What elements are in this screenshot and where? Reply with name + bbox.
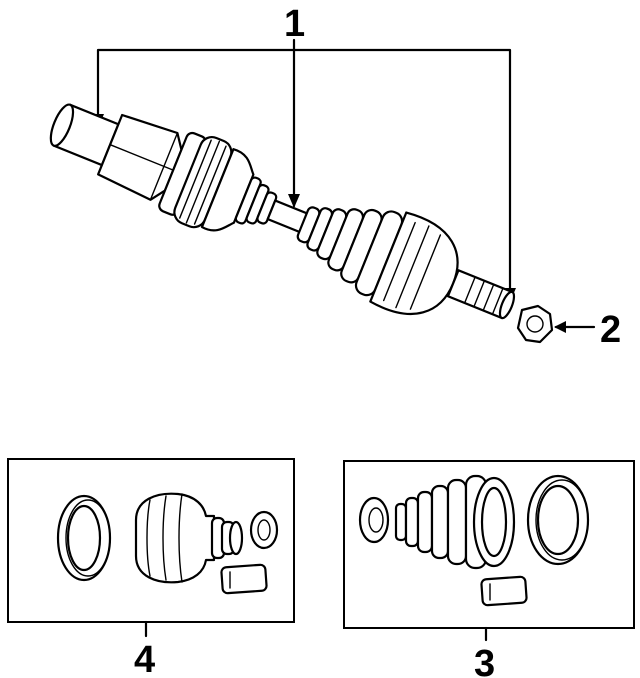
callout-4-label: 4 [134, 639, 155, 678]
callout-2-label: 2 [600, 309, 621, 351]
callout-3-label: 3 [474, 643, 495, 678]
inner-boot-kit-box [7, 458, 295, 623]
hub-nut [516, 304, 596, 344]
callout-1-label: 1 [284, 3, 305, 45]
drive-axle-shaft [49, 103, 516, 320]
outer-boot-kit-box [343, 460, 635, 629]
